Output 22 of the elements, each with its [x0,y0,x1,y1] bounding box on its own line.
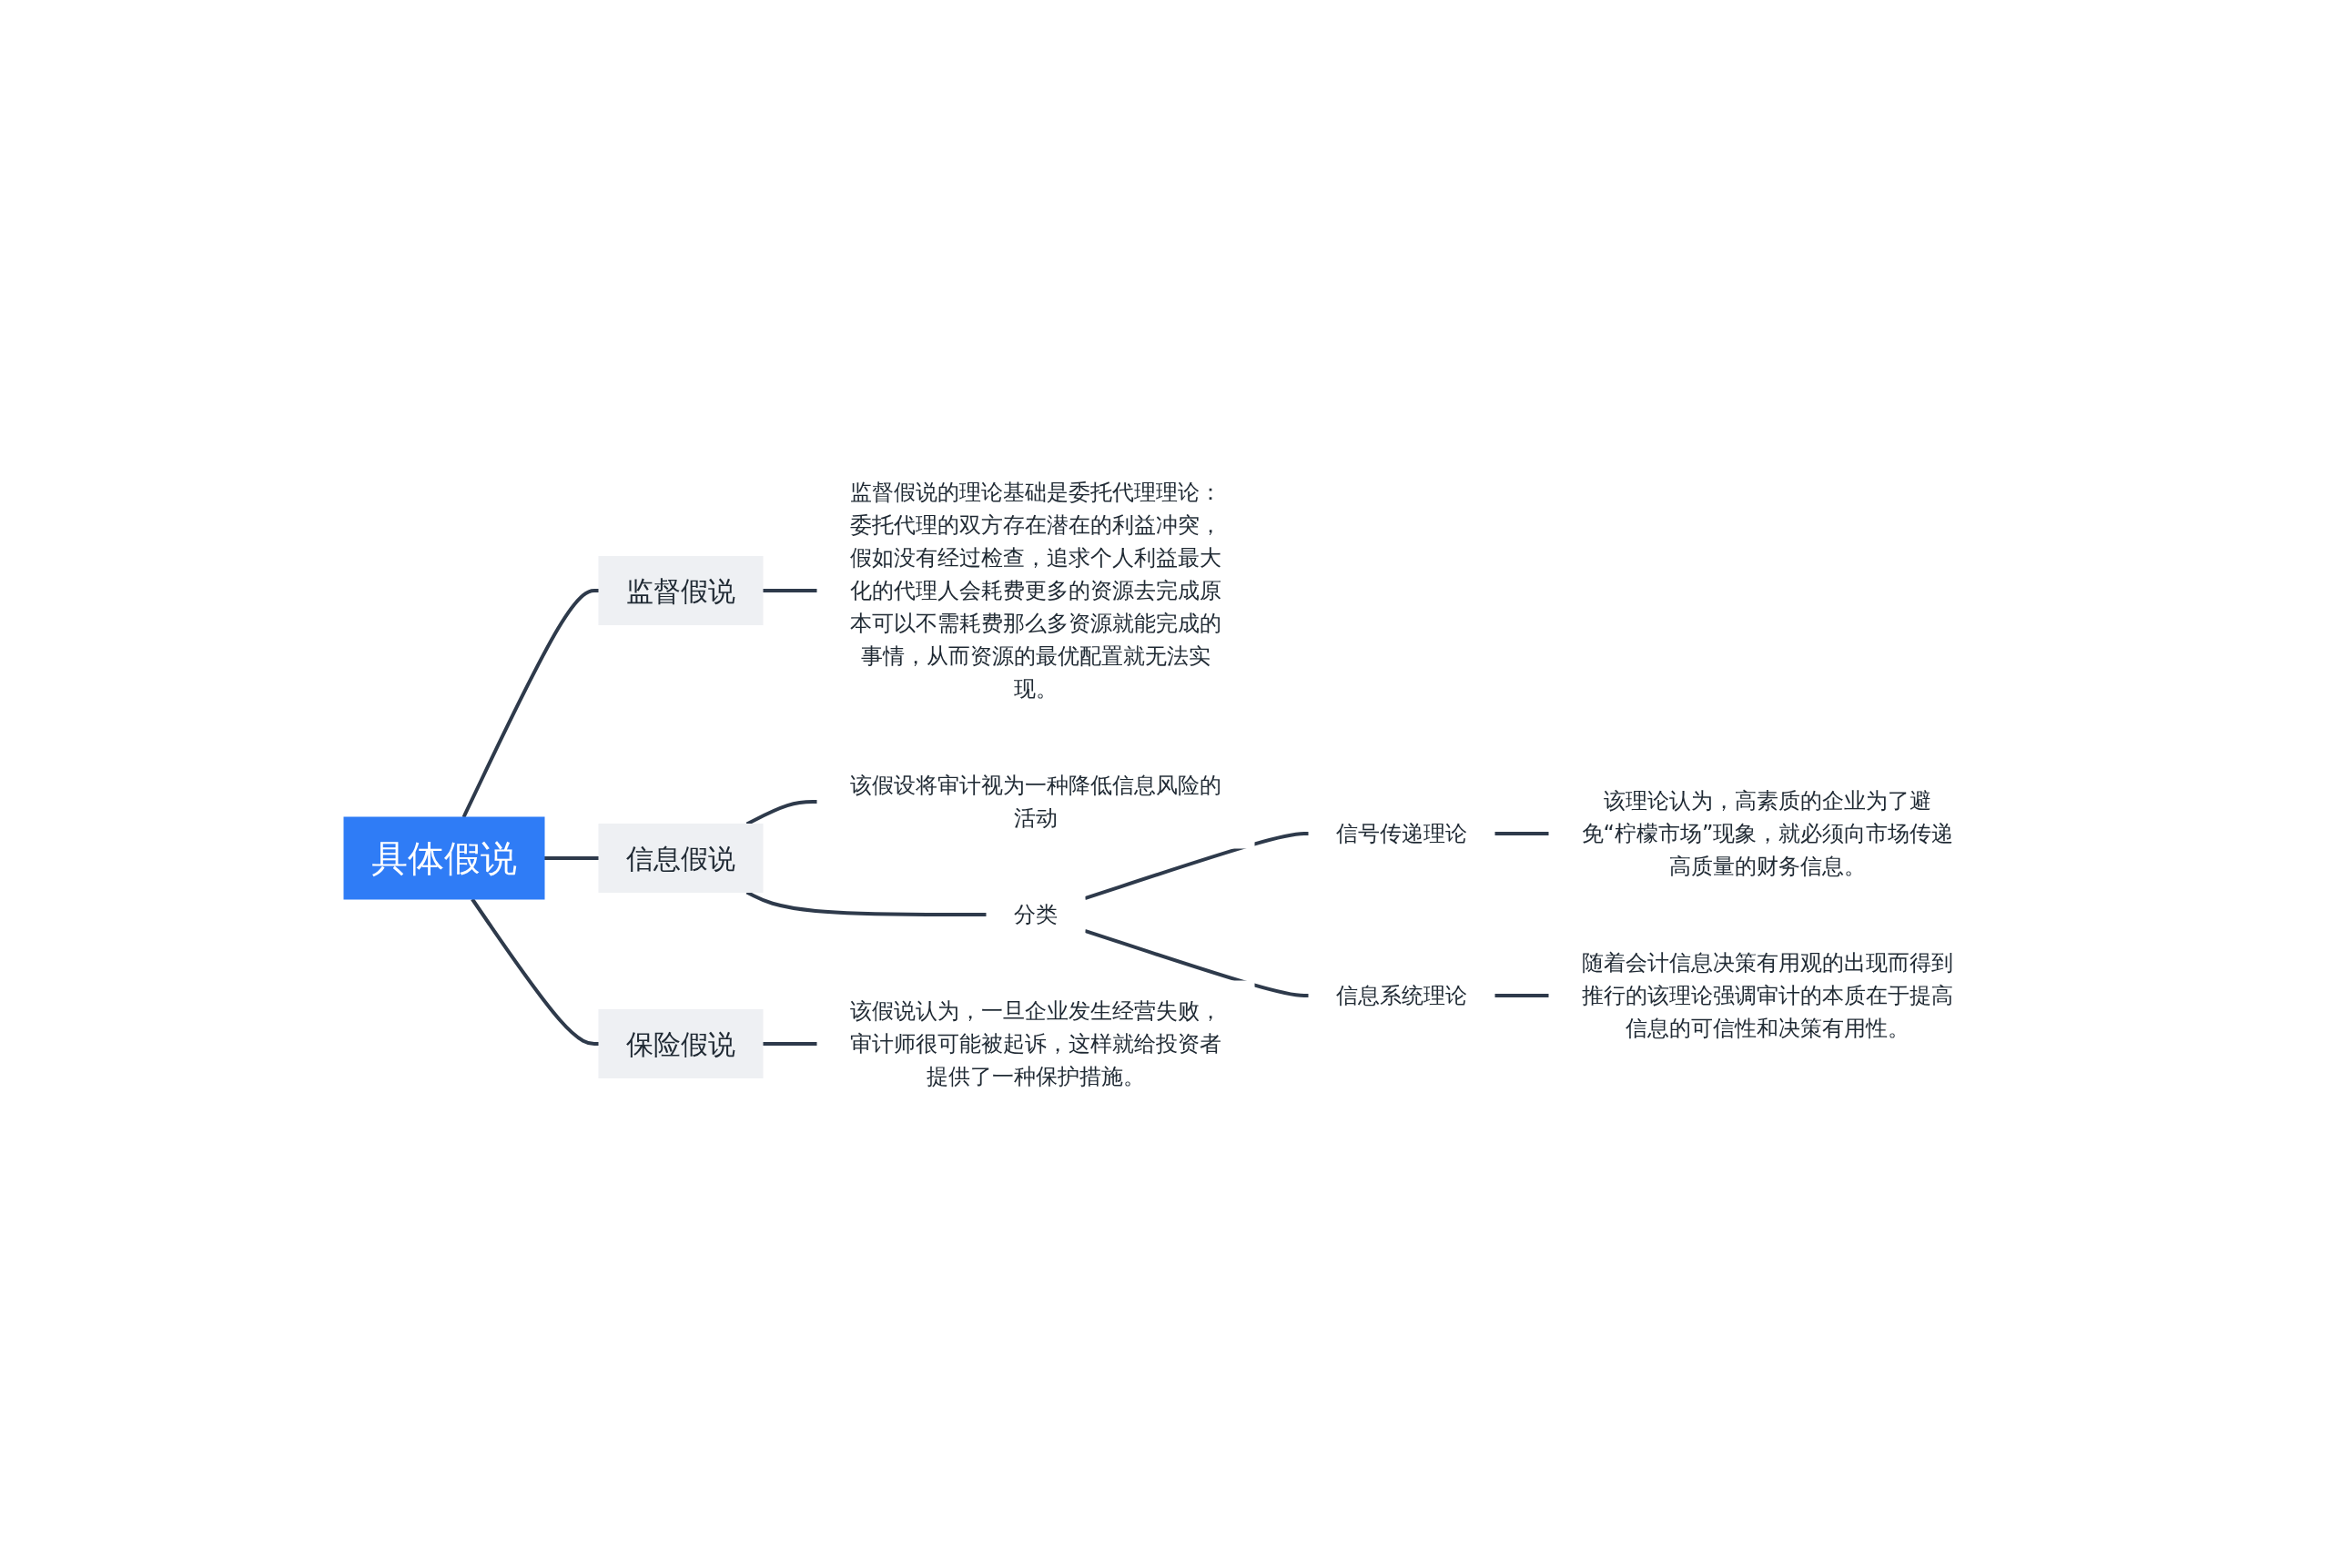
node-text: 随着会计信息决策有用观的出现而得到推行的该理论强调审计的本质在于提高信息的可信性和决策有用性。 [1582,949,1953,1041]
connector [1494,993,1549,997]
node-text: 信息系统理论 [1336,982,1467,1008]
node-box: 信息假说 [598,823,764,893]
connector [461,588,599,818]
connector [544,855,599,860]
node-box: 保险假说 [598,1008,764,1078]
node-text: 信号传递理论 [1336,820,1467,846]
node-box: 监督假说 [598,555,764,625]
node-box: 具体假说 [343,816,545,899]
connector [471,897,599,1046]
connector [745,799,817,825]
connector [1084,831,1309,900]
node-text: 该假说认为，一旦企业发生经营失败，审计师很可能被起诉，这样就给投资者提供了一种保护措施。 [850,997,1221,1089]
node-text: 该假设将审计视为一种降低信息风险的活动 [850,772,1221,831]
node-text: 分类 [1014,901,1058,927]
connector [1494,831,1549,835]
connector [763,1041,817,1046]
connector [1084,928,1309,997]
node-text: 监督假说的理论基础是委托代理理论：委托代理的双方存在潜在的利益冲突，假如没有经过检查，追求个人利益最大化的代理人会耗费更多的资源去完成原本可以不需耗费那么多资源就能完成的事情，从而资源的最优配置就无法实现。 [850,479,1221,702]
connector [763,588,817,592]
node-text: 该理论认为，高素质的企业为了避免“柠檬市场”现象，就必须向市场传递高质量的财务信息。 [1581,787,1954,879]
